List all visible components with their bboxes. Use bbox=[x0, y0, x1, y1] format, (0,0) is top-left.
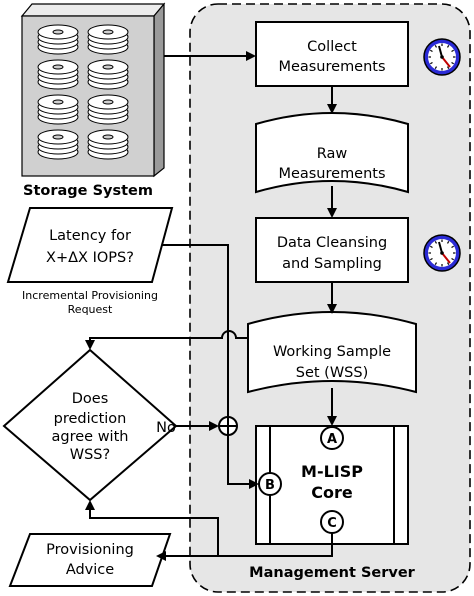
latency-request-label-1: Latency for bbox=[49, 228, 131, 244]
decision-label-3: agree with bbox=[52, 429, 129, 445]
wss-label-2: Set (WSS) bbox=[296, 365, 368, 381]
raw-measurements-label-2: Measurements bbox=[278, 166, 385, 182]
disk-stack-icon bbox=[37, 24, 129, 160]
provisioning-advice-box bbox=[8, 533, 172, 587]
edge-request-to-core bbox=[162, 244, 259, 489]
edge-core-to-decision bbox=[85, 500, 219, 556]
edge-core-to-advice bbox=[156, 533, 333, 561]
decision-label-1: Does bbox=[72, 391, 109, 407]
port-a-label: A bbox=[327, 432, 337, 447]
raw-measurements-store bbox=[255, 112, 409, 194]
clock-icon bbox=[423, 234, 461, 272]
storage-system-label: Storage System bbox=[23, 183, 153, 199]
port-c-label: C bbox=[327, 516, 337, 531]
incremental-request-caption-2: Request bbox=[68, 303, 113, 316]
incremental-request-caption-1: Incremental Provisioning bbox=[22, 289, 158, 302]
edge-label-no: No bbox=[156, 420, 176, 436]
provisioning-advice-label-1: Provisioning bbox=[46, 542, 134, 558]
clock-icon bbox=[423, 38, 461, 76]
decision-label-2: prediction bbox=[54, 411, 127, 427]
wss-label-1: Working Sample bbox=[273, 344, 391, 360]
working-sample-set-store bbox=[247, 311, 417, 394]
raw-measurements-label-1: Raw bbox=[317, 146, 348, 162]
port-a bbox=[320, 426, 344, 450]
decision-label-4: WSS? bbox=[70, 447, 110, 463]
latency-request-label-2: X+ΔX IOPS? bbox=[46, 250, 134, 266]
port-b bbox=[258, 472, 282, 496]
collect-measurements-label-2: Measurements bbox=[278, 59, 385, 75]
collect-measurements-label-1: Collect bbox=[307, 39, 357, 55]
port-b-label: B bbox=[265, 478, 275, 493]
mlisp-core-label-1: M-LISP bbox=[301, 462, 363, 481]
data-cleansing-label-1: Data Cleansing bbox=[277, 235, 387, 251]
storage-system bbox=[20, 2, 166, 178]
mlisp-core-label-2: Core bbox=[311, 483, 353, 502]
management-server-label: Management Server bbox=[249, 565, 415, 581]
latency-request-box bbox=[6, 207, 174, 283]
data-cleansing-label-2: and Sampling bbox=[282, 256, 382, 272]
provisioning-advice-label-2: Advice bbox=[66, 562, 114, 578]
